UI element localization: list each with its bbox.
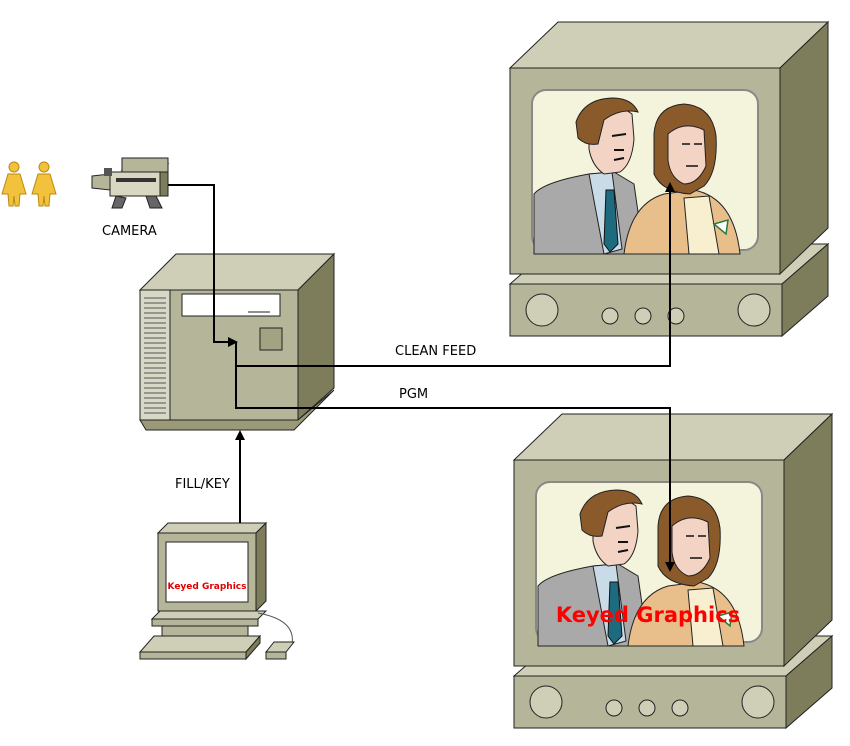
video-switcher bbox=[138, 252, 336, 431]
people-icon bbox=[1, 161, 57, 207]
camera-signal-arrow bbox=[168, 184, 238, 347]
fill-key-label: FILL/KEY bbox=[175, 477, 230, 492]
camera-icon bbox=[91, 157, 170, 209]
graphics-computer bbox=[138, 521, 296, 661]
pgm-label: PGM bbox=[399, 387, 428, 402]
program-monitor bbox=[513, 413, 833, 729]
camera-label: CAMERA bbox=[102, 224, 157, 239]
clean-feed-arrow bbox=[235, 182, 675, 367]
pc-screen-graphics-text: Keyed Graphics bbox=[168, 582, 247, 592]
clean-feed-label: CLEAN FEED bbox=[395, 344, 476, 359]
program-overlay-graphics-text: Keyed Graphics bbox=[556, 603, 740, 627]
pgm-arrow bbox=[235, 366, 675, 572]
